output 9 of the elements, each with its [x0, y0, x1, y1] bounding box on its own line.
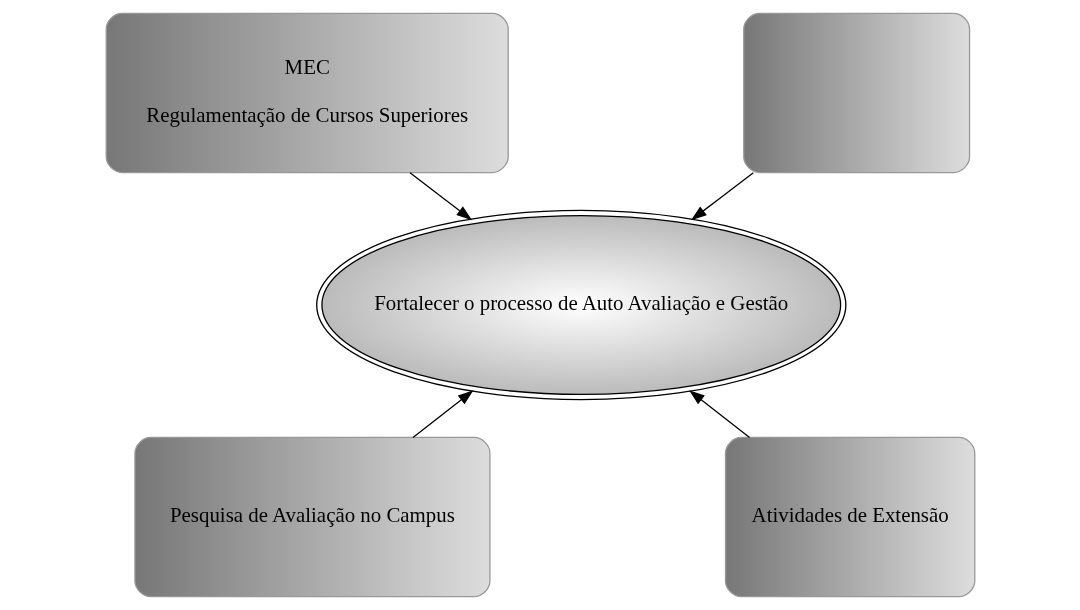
arrow: [688, 390, 750, 439]
node-box: Atividades de Extensão: [724, 436, 975, 598]
arrow: [408, 172, 472, 221]
arrow: [411, 390, 473, 439]
arrow: [690, 172, 754, 221]
node-ellipse: Fortalecer o processo de Auto Avaliação e Gestão: [315, 209, 846, 401]
node-box: MEC Regulamentação de Cursos Superiores: [105, 12, 509, 174]
node-box: [742, 12, 970, 174]
node-box: Pesquisa de Avaliação no Campus: [133, 436, 491, 598]
